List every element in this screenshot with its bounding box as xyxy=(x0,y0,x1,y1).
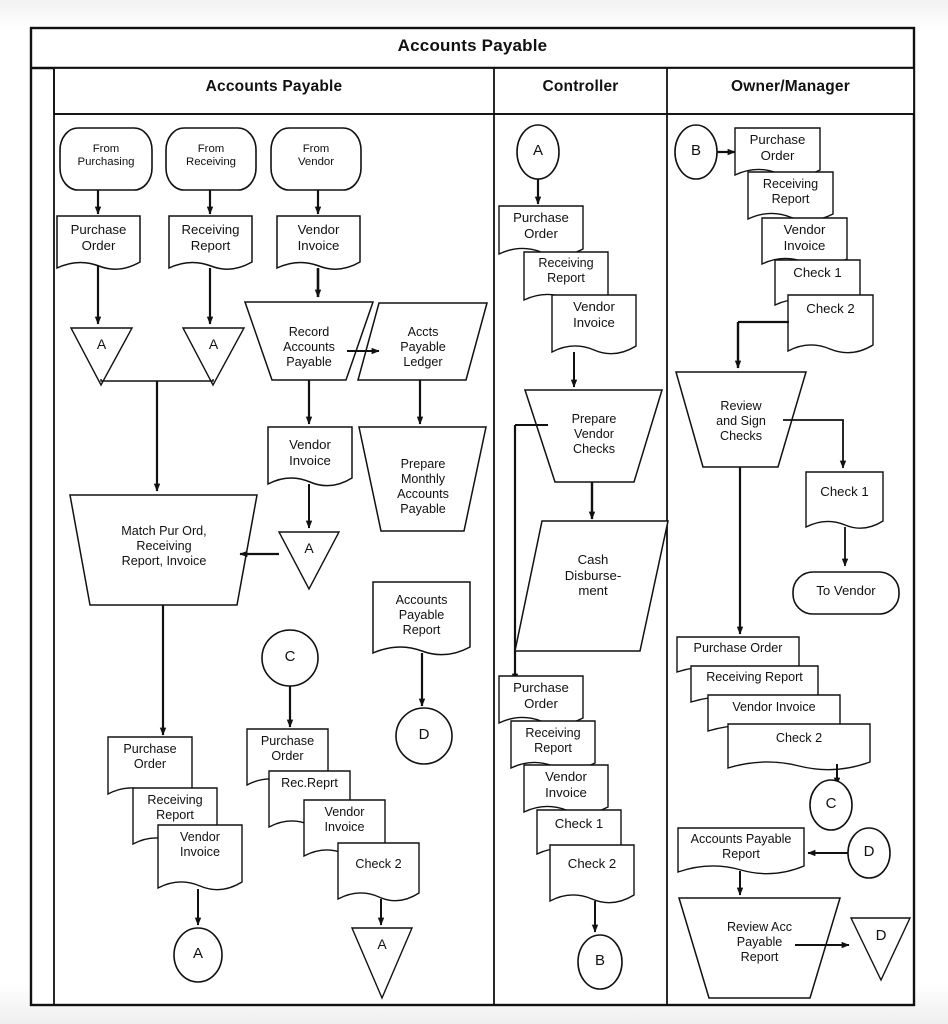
shape-terminator-group xyxy=(59,127,362,191)
